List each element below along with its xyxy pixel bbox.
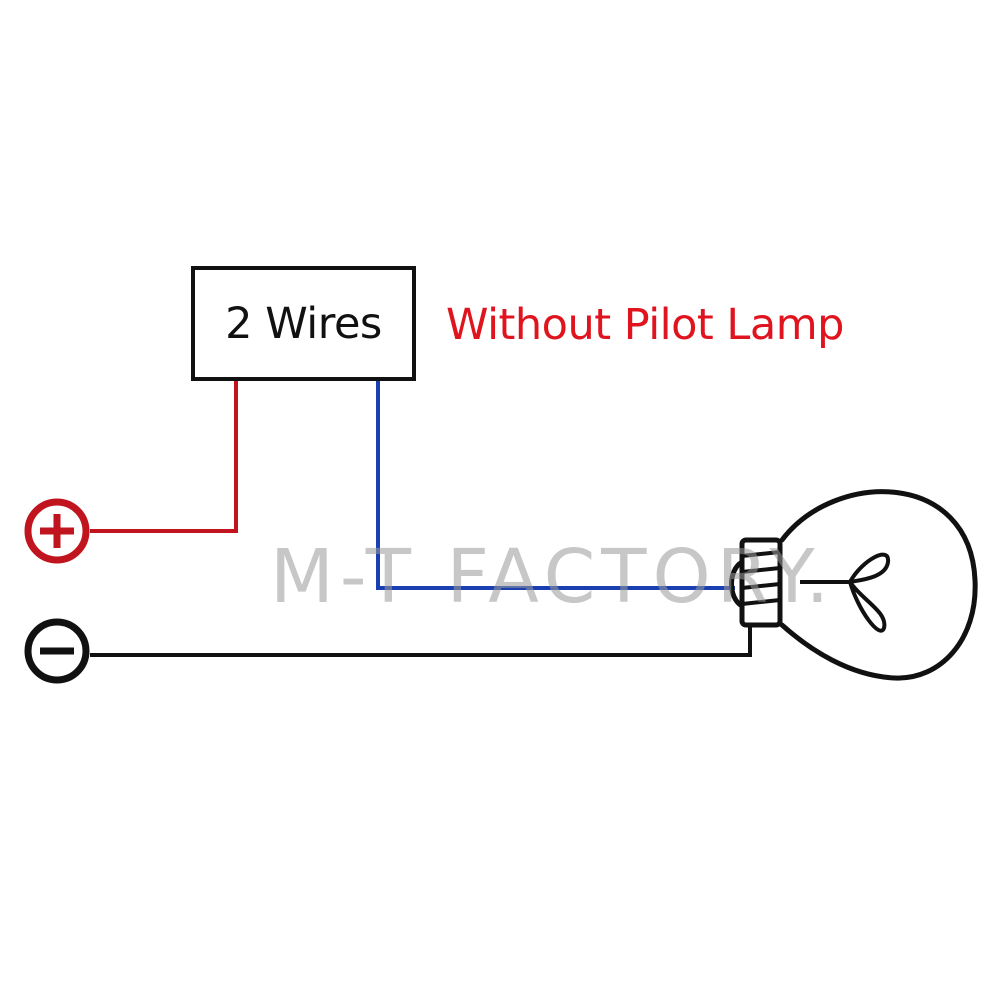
positive-terminal — [24, 498, 90, 564]
bulb-contact — [729, 559, 744, 609]
diagram-heading: Without Pilot Lamp — [446, 300, 844, 350]
bulb-thread-1 — [741, 550, 781, 558]
light-bulb-icon — [729, 489, 978, 681]
bulb-thread-2 — [741, 566, 781, 574]
negative-wire — [90, 618, 752, 657]
bulb-filament — [800, 552, 890, 633]
switched-wire — [376, 381, 735, 590]
bulb-thread-4 — [741, 598, 781, 606]
bulb-thread-3 — [741, 582, 781, 590]
switch-box-label: 2 Wires — [225, 298, 382, 349]
minus-symbol-circle — [24, 618, 90, 684]
bulb-glass — [779, 489, 978, 681]
plus-symbol-circle — [24, 498, 90, 564]
switch-box: 2 Wires — [191, 266, 416, 381]
positive-wire — [90, 381, 238, 533]
negative-terminal — [24, 618, 90, 684]
watermark: M-T FACTORY. — [270, 534, 836, 620]
